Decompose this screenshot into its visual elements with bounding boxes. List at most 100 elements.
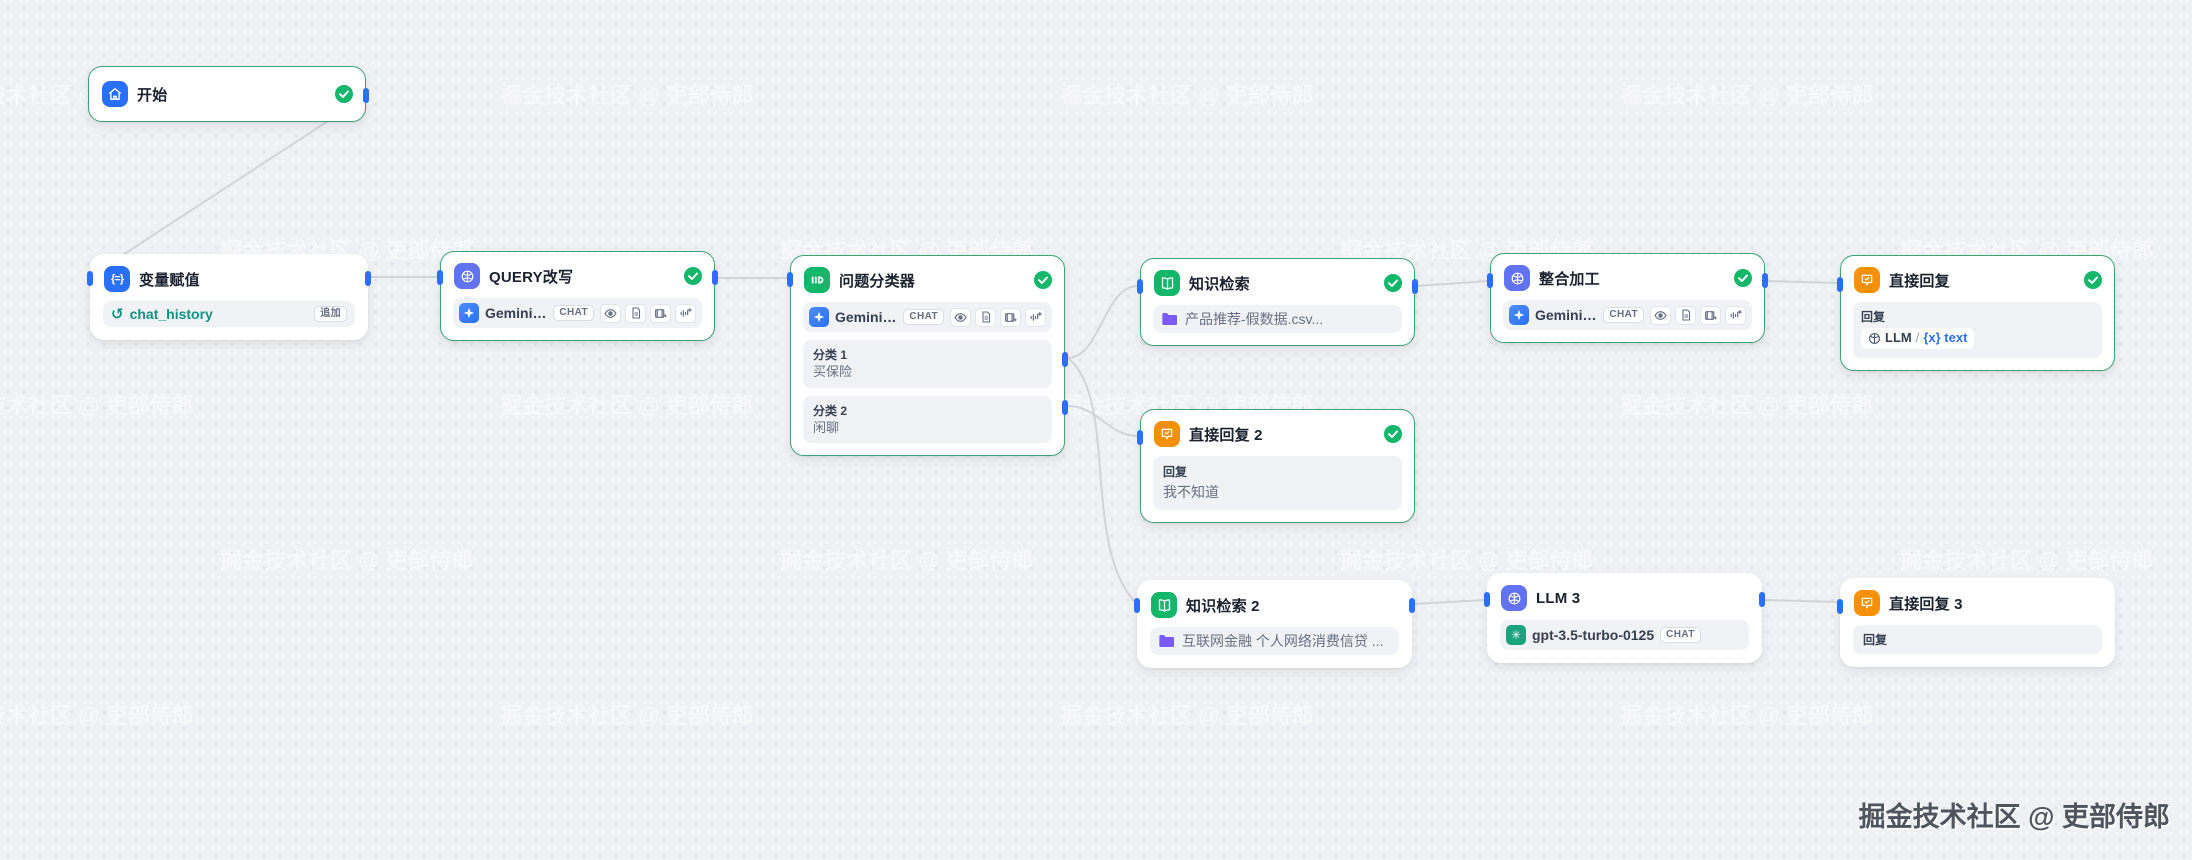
node-question-classifier[interactable]: 问题分类器 Gemini ... CHAT 分类 1 买保险 分类 2 闲聊 [787, 255, 1068, 457]
edge-class1-kb2[interactable] [1067, 357, 1136, 603]
node-answer-2[interactable]: 直接回复 2 回复 我不知道 [1137, 409, 1415, 524]
model-row[interactable]: Gemini ... CHAT [1503, 300, 1752, 330]
answer-row[interactable]: 回复 [1853, 625, 2102, 654]
edge-llm3-reply3[interactable] [1762, 599, 1839, 603]
home-icon [102, 81, 128, 107]
audio-capability-icon [1025, 307, 1046, 327]
node-answer[interactable]: 直接回复 回复 LLM / {x} text [1837, 255, 2115, 371]
vision-capability-icon [950, 307, 971, 327]
success-check-icon [2084, 271, 2102, 289]
document-capability-icon [975, 307, 996, 327]
model-row[interactable]: ✳ gpt-3.5-turbo-0125 CHAT [1500, 620, 1749, 650]
output-handle[interactable] [1409, 598, 1415, 613]
variable-name: chat_history [129, 306, 213, 322]
vision-capability-icon [600, 303, 621, 323]
output-handle[interactable] [363, 88, 369, 103]
answer-icon [1154, 421, 1180, 447]
llm-icon [1501, 585, 1527, 611]
model-row[interactable]: Gemini ... CHAT [803, 302, 1052, 332]
success-check-icon [1384, 274, 1402, 292]
chat-badge: CHAT [553, 305, 594, 321]
dataset-name: 互联网金融 个人网络消费信贷 ... [1182, 633, 1384, 649]
answer-row[interactable]: 回复 我不知道 [1153, 456, 1402, 511]
input-handle[interactable] [1484, 592, 1490, 607]
question-classifier-icon [804, 267, 830, 293]
class-value: 闲聊 [813, 419, 840, 435]
answer-label: 回复 [1163, 465, 1188, 479]
watermark-text: 掘金技术社区 @ 吏部侍郎 [1858, 802, 2170, 832]
node-title: 知识检索 [1189, 275, 1250, 293]
node-title: LLM 3 [1536, 589, 1581, 607]
node-knowledge-retrieval[interactable]: 知识检索 产品推荐-假数据.csv... [1137, 258, 1418, 346]
output-handle[interactable] [1762, 273, 1768, 288]
answer-row[interactable]: 回复 LLM / {x} text [1853, 302, 2102, 358]
success-check-icon [1384, 425, 1402, 443]
input-handle[interactable] [87, 271, 93, 286]
success-check-icon [1734, 269, 1752, 287]
input-handle[interactable] [1137, 279, 1143, 294]
class-value: 买保险 [813, 364, 853, 380]
video-capability-icon [1000, 307, 1021, 327]
model-name: gpt-3.5-turbo-0125 [1532, 627, 1655, 643]
knowledge-icon [1154, 270, 1180, 296]
input-handle[interactable] [1487, 273, 1493, 288]
edge-kb1-merge[interactable] [1416, 280, 1489, 287]
output-handle[interactable] [1759, 592, 1765, 607]
variable-reference-pill[interactable]: LLM / {x} text [1861, 328, 1975, 349]
model-row[interactable]: Gemini ... CHAT [453, 298, 702, 328]
audio-capability-icon [675, 303, 696, 323]
openai-icon: ✳ [1506, 625, 1526, 645]
chat-badge: CHAT [1603, 307, 1644, 323]
node-merge-llm[interactable]: 整合加工 Gemini ... CHAT [1487, 253, 1768, 343]
answer-label: 回复 [1861, 310, 1886, 324]
input-handle[interactable] [1837, 599, 1843, 614]
node-llm-3[interactable]: LLM 3 ✳ gpt-3.5-turbo-0125 CHAT [1484, 573, 1765, 663]
output-handle[interactable] [365, 271, 371, 286]
node-title: 问题分类器 [839, 272, 916, 290]
node-title: 开始 [137, 86, 168, 104]
node-start[interactable]: 开始 [88, 66, 369, 122]
edge-start-assign[interactable] [88, 94, 369, 278]
gemini-icon [459, 303, 479, 323]
chat-badge: CHAT [1660, 627, 1701, 643]
ref-node-name: LLM [1885, 330, 1912, 345]
dataset-row[interactable]: 产品推荐-假数据.csv... [1153, 305, 1402, 333]
node-title: 整合加工 [1539, 270, 1600, 288]
input-handle[interactable] [1134, 598, 1140, 613]
input-handle[interactable] [1837, 277, 1843, 292]
gemini-icon [1509, 305, 1529, 325]
class-row-1[interactable]: 分类 1 买保险 [803, 340, 1052, 388]
variable-row[interactable]: ↺ chat_history 追加 [103, 301, 355, 327]
node-query-rewrite[interactable]: QUERY改写 Gemini ... CHAT [437, 251, 718, 341]
success-check-icon [335, 85, 353, 103]
class-row-2[interactable]: 分类 2 闲聊 [803, 395, 1052, 444]
input-handle[interactable] [437, 270, 443, 285]
folder-icon [1162, 313, 1177, 325]
dataset-row[interactable]: 互联网金融 个人网络消费信贷 ... [1150, 627, 1399, 655]
node-variable-assigner[interactable]: {=} 变量赋值 ↺ chat_history 追加 [87, 254, 371, 340]
node-knowledge-retrieval-2[interactable]: 知识检索 2 互联网金融 个人网络消费信贷 ... [1134, 580, 1415, 668]
output-handle[interactable] [1412, 279, 1418, 294]
gemini-icon [809, 307, 829, 327]
class1-output-handle[interactable] [1062, 352, 1068, 367]
document-capability-icon [625, 303, 646, 323]
edge-class2-reply2[interactable] [1067, 405, 1139, 437]
chat-badge: CHAT [903, 309, 944, 325]
class-label: 分类 1 [813, 348, 848, 362]
node-answer-3[interactable]: 直接回复 3 回复 [1837, 578, 2115, 667]
video-capability-icon [1700, 305, 1721, 325]
chat-history-icon: ↺ [111, 305, 124, 323]
output-handle[interactable] [712, 270, 718, 285]
edge-kb2-llm3[interactable] [1412, 599, 1486, 605]
variable-assigner-icon: {=} [104, 266, 130, 292]
audio-capability-icon [1725, 305, 1746, 325]
input-handle[interactable] [787, 272, 793, 287]
dataset-name: 产品推荐-假数据.csv... [1185, 311, 1324, 327]
class2-output-handle[interactable] [1062, 400, 1068, 415]
success-check-icon [684, 267, 702, 285]
edge-class1-kb1[interactable] [1067, 285, 1139, 359]
input-handle[interactable] [1137, 430, 1143, 445]
edge-merge-reply1[interactable] [1765, 280, 1839, 284]
node-title: 知识检索 2 [1186, 597, 1260, 615]
